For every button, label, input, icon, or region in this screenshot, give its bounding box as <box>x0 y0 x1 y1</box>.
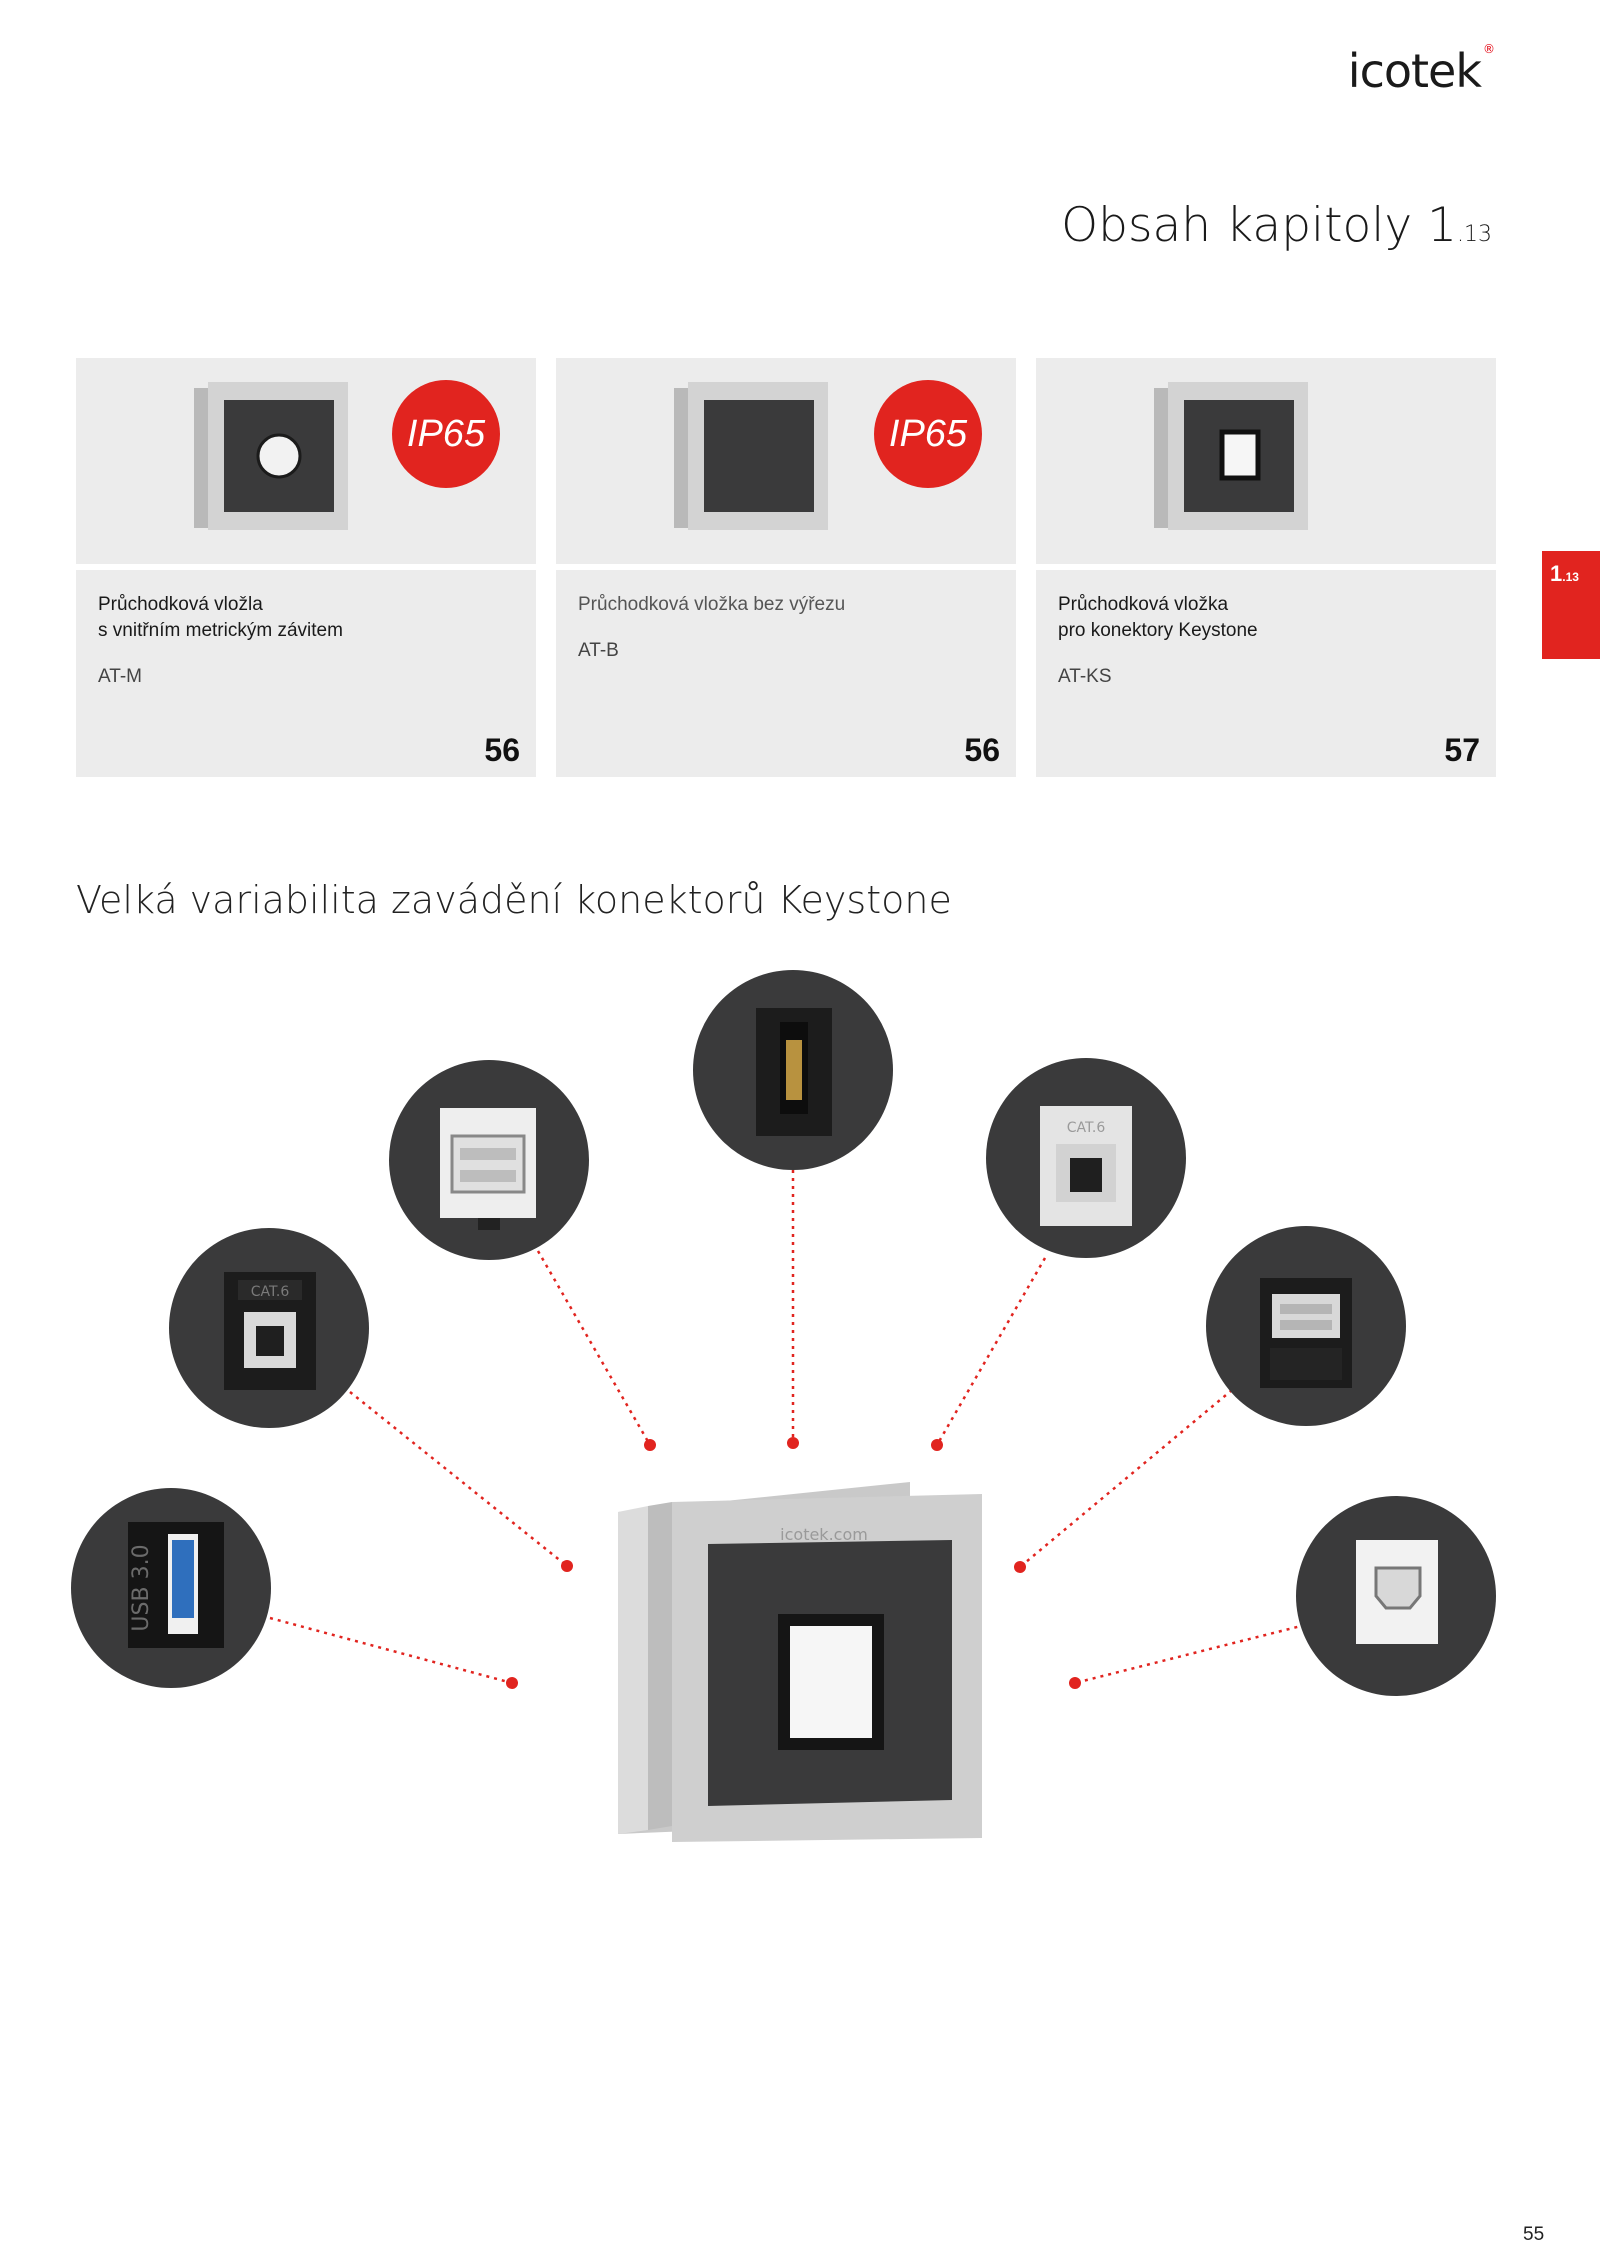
product-description: Průchodková vložla s vnitřním metrickým … <box>98 594 343 641</box>
page-number: 55 <box>1523 2224 1545 2245</box>
svg-text:USB 3.0: USB 3.0 <box>129 1544 154 1631</box>
product-description: Průchodková vložka pro konektory Keyston… <box>1058 594 1258 641</box>
page-reference[interactable]: 56 <box>964 732 1000 768</box>
svg-text:icotek.com: icotek.com <box>780 1525 868 1544</box>
chapter-title: Obsah kapitoly 1.13 <box>1061 198 1492 253</box>
product-description: Průchodková vložka bez výřezu <box>578 594 846 615</box>
product-photo: IP65 <box>76 358 536 564</box>
product-code: AT-KS <box>1058 666 1112 687</box>
product-photo <box>1036 358 1496 564</box>
usb-3-icon: USB 3.0 <box>71 1488 271 1688</box>
product-code: AT-M <box>98 666 142 687</box>
usb-a-white-icon <box>389 1060 589 1260</box>
svg-text:CAT.6: CAT.6 <box>251 1284 290 1300</box>
product-card-at-ks[interactable]: Průchodková vložka pro konektory Keyston… <box>1036 358 1496 777</box>
usb-a-black-icon <box>1206 1226 1406 1426</box>
product-card-at-b[interactable]: IP65 Průchodková vložka bez výřezu AT-B … <box>556 358 1016 777</box>
ip65-badge: IP65 <box>874 380 982 488</box>
page-reference[interactable]: 57 <box>1444 732 1480 768</box>
keystone-frame-product: icotek.com <box>618 1482 982 1842</box>
product-code: AT-B <box>578 640 619 661</box>
ip65-badge: IP65 <box>392 380 500 488</box>
chapter-tab[interactable]: 1.13 <box>1542 551 1600 659</box>
card-info: Průchodková vložka pro konektory Keyston… <box>1036 570 1496 777</box>
card-info: Průchodková vložka bez výřezu AT-B 56 <box>556 570 1016 777</box>
product-photo: IP65 <box>556 358 1016 564</box>
page-reference[interactable]: 56 <box>484 732 520 768</box>
product-card-at-m[interactable]: IP65 Průchodková vložla s vnitřním metri… <box>76 358 536 777</box>
hdmi-icon <box>693 970 893 1170</box>
usb-b-icon <box>1296 1496 1496 1696</box>
rj45-black-icon: CAT.6 <box>169 1228 369 1428</box>
card-info: Průchodková vložla s vnitřním metrickým … <box>76 570 536 777</box>
icotek-logo: icotek® <box>1347 41 1495 98</box>
section-heading: Velká variabilita zavádění konektorů Key… <box>76 878 952 922</box>
svg-text:CAT.6: CAT.6 <box>1067 1120 1106 1136</box>
keystone-connector-diagram: USB 3.0 CAT.6 CAT.6 <box>71 970 1496 1842</box>
rj45-white-icon: CAT.6 <box>986 1058 1186 1258</box>
